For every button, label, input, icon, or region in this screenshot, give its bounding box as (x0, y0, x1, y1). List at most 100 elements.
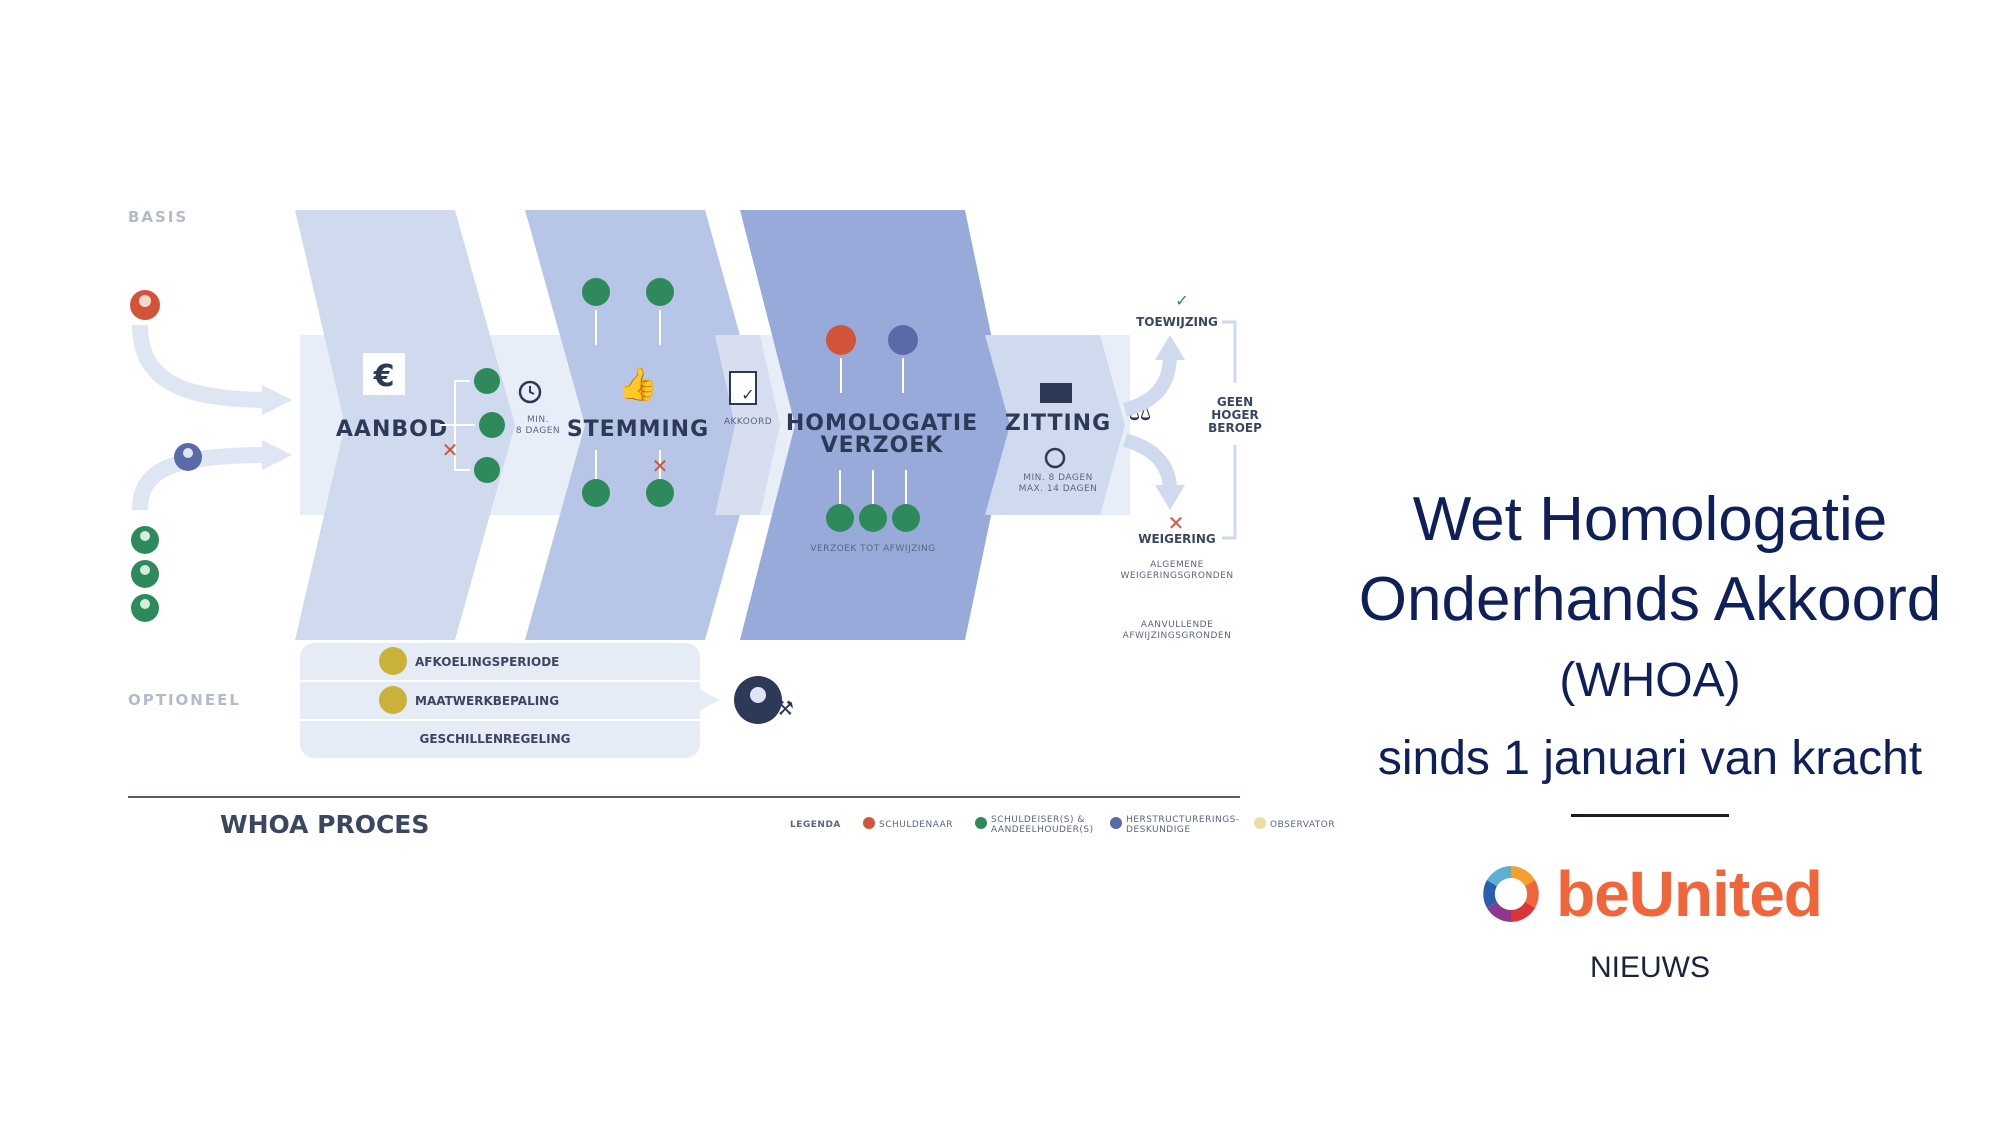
deskundige-icon (1110, 817, 1122, 829)
hammer-icon: ⚒ (776, 696, 794, 720)
schuldeiser-icon (859, 504, 887, 532)
legend-herstructurering-1: HERSTRUCTURERINGS- (1126, 815, 1240, 825)
schuldeiser-icon (131, 526, 159, 554)
schuldeiser-icon (474, 457, 500, 483)
headline-line-1: Wet Homologatie (1412, 485, 1888, 554)
court-icon (1040, 383, 1072, 403)
homologatie-arrows-top (840, 358, 904, 393)
headline-line-3: (WHOA) (1559, 654, 1741, 707)
schuldeiser-icon (582, 479, 610, 507)
check-glyph: ✓ (741, 385, 754, 404)
section-label: NIEUWS (1590, 951, 1710, 984)
deskundige-icon (888, 325, 918, 355)
flow-arrowhead-bottom (262, 440, 292, 470)
flow-arrowhead-top (262, 385, 292, 415)
geschillenregeling-label: GESCHILLENREGELING (419, 732, 570, 746)
stage-stemming (525, 210, 765, 640)
observator-icon (379, 647, 407, 675)
observator-icon (379, 686, 407, 714)
thumbs-icon: 👍 (618, 365, 658, 403)
schuldeiser-icon (975, 817, 987, 829)
observator-icon (1254, 817, 1266, 829)
akkoord-label: AKKOORD (724, 417, 772, 427)
min-dagen-1: MIN. (527, 415, 549, 425)
diagram-title: WHOA PROCES (220, 810, 429, 839)
verzoek-tot-afwijzing-label: VERZOEK TOT AFWIJZING (810, 544, 935, 554)
aanvullende-1: AANVULLENDE (1141, 620, 1214, 630)
min-dagen-2: 8 DAGEN (516, 426, 560, 436)
whoa-process-diagram: BASIS € AANBOD ✕ MIN. 8 DAGEN 👍 STEMMING… (128, 208, 1335, 839)
brand-name: beUnited (1556, 858, 1823, 930)
algemene-1: ALGEMENE (1150, 560, 1204, 570)
deskundige-icon (174, 443, 202, 471)
legend-label: LEGENDA (790, 820, 841, 830)
schuldeiser-icon (474, 368, 500, 394)
clock-icon (1044, 447, 1066, 469)
stage-homologatie-title-1: HOMOLOGATIE (786, 411, 978, 436)
stage-zitting-title: ZITTING (1005, 411, 1111, 436)
judge-icon (734, 676, 782, 724)
stage-zitting (985, 335, 1125, 515)
optional-arrow (700, 690, 720, 710)
beunited-logo-icon (1483, 866, 1539, 922)
reject-x-icon: ✕ (1168, 511, 1185, 535)
weigering-label: WEIGERING (1138, 532, 1216, 546)
algemene-2: WEIGERINGSGRONDEN (1120, 571, 1233, 581)
beunited-logo: beUnited (1300, 857, 2000, 931)
flow-arrow-top (132, 324, 271, 408)
zitting-min: MIN. 8 DAGEN (1023, 473, 1093, 483)
basis-label: BASIS (128, 208, 188, 226)
geen-label: GEEN (1217, 395, 1253, 409)
euro-icon (363, 353, 405, 395)
legend-schuldenaar: SCHULDENAAR (879, 820, 953, 830)
outcome-arrowhead-up (1155, 335, 1185, 360)
stage-aanbod (295, 210, 515, 640)
afkoelingsperiode-label: AFKOELINGSPERIODE (415, 655, 559, 669)
legend-schuldeisers-1: SCHULDEISER(S) & (991, 815, 1085, 825)
hoger-label: HOGER (1211, 408, 1259, 422)
schuldeiser-icon (892, 504, 920, 532)
stage-homologatie (740, 210, 1010, 640)
schuldeiser-icon (646, 479, 674, 507)
headline-divider (1571, 814, 1729, 817)
headline-panel: Wet Homologatie Onderhands Akkoord (WHOA… (1300, 480, 2000, 985)
bracket-arrows (440, 380, 475, 471)
aanvullende-2: AFWIJZINGSGRONDEN (1123, 631, 1232, 641)
outcome-arrow-up (1122, 354, 1177, 417)
vote-arrows-top (595, 310, 661, 345)
schuldeiser-icon (131, 594, 159, 622)
schuldenaar-icon (826, 325, 856, 355)
geen-hoger-beroep-arrows (1222, 320, 1237, 540)
reject-x-icon: ✕ (652, 454, 669, 478)
headline-line-2: Onderhands Akkoord (1358, 565, 1942, 634)
outcome-arrowhead-down (1155, 485, 1185, 510)
schuldeiser-icon (826, 504, 854, 532)
schuldeiser-icon (582, 278, 610, 306)
headline-line-4: sinds 1 januari van kracht (1377, 732, 1923, 785)
stage-stemming-title: STEMMING (567, 417, 709, 442)
maatwerkbepaling-label: MAATWERKBEPALING (415, 694, 559, 708)
outcome-arrow-down (1122, 433, 1177, 491)
schuldenaar-icon (863, 817, 875, 829)
reject-x-icon: ✕ (442, 438, 459, 462)
schuldeiser-icon (479, 412, 505, 438)
stage-homologatie-title-2: VERZOEK (821, 433, 944, 458)
zitting-max: MAX. 14 DAGEN (1019, 484, 1098, 494)
stage-aanbod-title: AANBOD (336, 417, 448, 442)
legend-observator: OBSERVATOR (1270, 820, 1335, 830)
homologatie-arrows-bottom (839, 470, 907, 505)
optioneel-label: OPTIONEEL (128, 691, 241, 709)
toewijzing-label: TOEWIJZING (1136, 315, 1218, 329)
schuldeiser-icon (131, 560, 159, 588)
schuldeiser-icon (646, 278, 674, 306)
check-icon: ✓ (1175, 291, 1188, 310)
document-icon (729, 371, 757, 405)
flow-arrow-bottom (132, 447, 271, 511)
schuldenaar-icon (130, 290, 160, 320)
legend-schuldeisers-2: AANDEELHOUDER(S) (991, 825, 1094, 835)
vote-arrows-bottom (595, 450, 661, 480)
legend-herstructurering-2: DESKUNDIGE (1126, 825, 1191, 835)
euro-glyph: € (373, 359, 395, 394)
clock-icon (518, 380, 542, 404)
beroep-label: BEROEP (1208, 421, 1262, 435)
